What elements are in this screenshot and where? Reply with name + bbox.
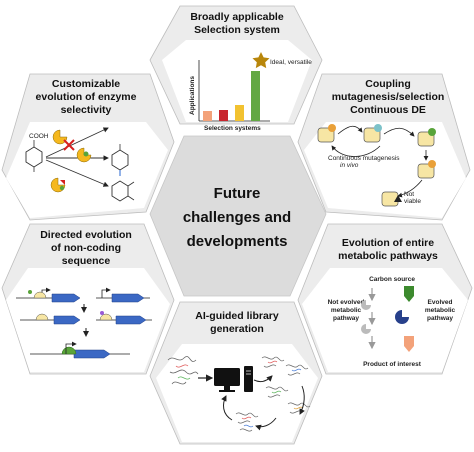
bottom-title-line-2: generation [210,323,264,335]
ai-cycle-arrow-1 [253,375,273,383]
evolved-enzyme-3 [404,336,414,352]
gene-arrow-1 [51,293,81,303]
not-evolved-line-2: metabolic [331,307,362,314]
star-label: Ideal, versatile [270,59,312,66]
enzyme-selectivity-scheme: COOH [25,127,135,202]
cell-icon-2 [363,127,381,143]
bottom-right-title-line-2: metabolic pathways [338,250,438,262]
warning-triangle-icon [394,195,402,202]
bottom-left-title-line-1: Directed evolution [40,229,132,241]
protein-structure-input [167,356,199,385]
gene-arrow-4 [115,315,147,325]
chart-bar-1 [203,111,212,121]
not-viable-line-1: Not [404,191,414,198]
center-title-line-2: challenges and [183,209,291,226]
cell-icon-4 [417,163,435,179]
hex-top-white [162,40,312,122]
not-evolved-line-3: pathway [333,315,359,322]
computer-tower-icon [244,366,253,392]
hex-top-left-white [6,122,168,218]
chart-y-label: Applications [189,76,196,115]
chart-x-label: Selection systems [204,125,261,132]
continuous-de-scheme: Continuous mutagenesis in vivo Not viabl… [317,124,436,207]
chart-bar-3 [235,105,244,121]
cycle-label-line-2: in vivo [340,162,359,169]
chart-bar-4 [251,71,260,121]
gene-arrow-2 [111,293,145,303]
top-title-line-1: Broadly applicable [190,11,284,23]
ai-cycle-arrow-4 [221,395,233,421]
substrate-label: COOH [29,133,49,140]
top-left-title-line-2: evolution of enzyme [36,91,137,103]
cell-icon-1 [317,127,335,143]
metabolic-pathway-scheme: Carbon source Not evolved metabolic path… [328,276,456,368]
bottom-left-title-line-2: of non-coding [51,242,121,254]
hex-center [149,135,327,297]
reaction-arrow-up [45,127,109,158]
hex-bottom-right-white [302,268,468,372]
monitor-icon [214,368,240,386]
chart-bar-2 [219,110,228,121]
top-right-title-line-1: Coupling [365,78,411,90]
selection-bar-chart: Applications Selection systems Ideal, ve… [189,52,312,132]
gene-arrow-5 [73,349,111,359]
carbon-source-label: Carbon source [369,276,415,283]
evolved-enzyme-1 [404,286,414,302]
center-title-line-3: developments [187,233,288,250]
center-title-line-1: Future [214,185,261,202]
ai-cycle-arrow-3 [255,417,277,431]
top-title-line-2: Selection system [194,24,280,36]
bottom-left-title-line-3: sequence [62,255,111,267]
top-right-title-line-2: mutagenesis/selection [332,91,445,103]
cell-icon-5 [381,191,399,207]
hex-bottom-white [156,344,318,442]
ai-library-scheme [167,356,311,432]
cross-icon [63,139,75,151]
bottom-title-line-1: AI-guided library [195,310,279,322]
evolved-enzyme-2 [395,310,409,324]
product-label: Product of interest [363,361,422,368]
cycle-arrow [337,125,363,135]
not-evolved-line-1: Not evolved [328,299,365,306]
top-right-title-line-3: Continuous DE [350,104,426,116]
non-coding-sequence-scheme [16,287,152,359]
evolved-line-1: Evolved [428,299,453,306]
top-left-title-line-3: selectivity [61,104,112,116]
reaction-arrow-down [45,159,109,187]
chart-bars [203,71,260,121]
star-icon [252,52,270,69]
evolved-line-2: metabolic [425,307,456,314]
cycle-label-line-1: Continuous mutagenesis [328,155,400,162]
cell-icon-3 [417,131,435,147]
evolved-line-3: pathway [427,315,453,322]
top-left-title-line-1: Customizable [52,78,120,90]
gene-arrow-3 [53,315,81,325]
bottom-right-title-line-1: Evolution of entire [342,237,434,249]
not-viable-line-2: viable [404,198,421,205]
ai-cycle-arrow-2 [299,385,305,415]
